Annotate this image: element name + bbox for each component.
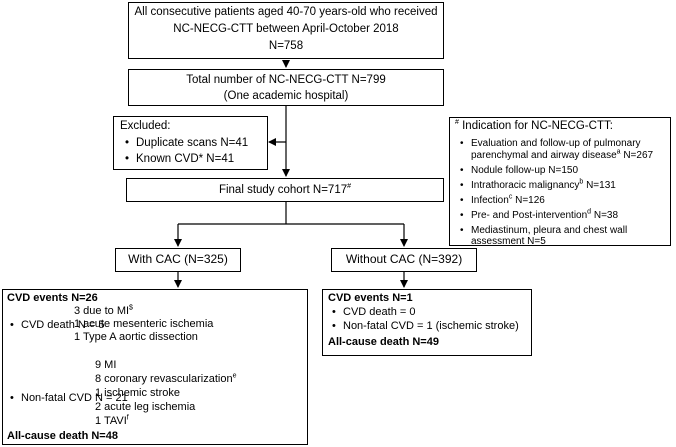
- final-cohort-text: Final study cohort N=717: [218, 184, 348, 196]
- left-death-mi: 3 due to MI$: [74, 304, 133, 317]
- final-cohort-label: Final study cohort N=717#: [127, 183, 443, 197]
- indication-title-mark: #: [455, 119, 459, 127]
- indication-box: # Indication for NC-NECG-CTT: Evaluation…: [449, 117, 671, 247]
- indication-item-infection: Infectionc N=126: [460, 194, 545, 207]
- top-box-line2: NC-NECG-CTT between April-October 2018: [173, 23, 399, 35]
- indication-item-pulmonary: Evaluation and follow-up of pulmonary: [460, 137, 641, 150]
- indication-title: # Indication for NC-NECG-CTT:: [455, 119, 613, 132]
- left-nonfatal: Non-fatal CVD N = 21: [10, 392, 128, 405]
- total-box-line2: (One academic hospital): [223, 90, 349, 102]
- right-cvd-events: CVD events N=1: [328, 292, 413, 304]
- without-cac-label: Without CAC (N=392): [345, 252, 463, 266]
- left-all-cause: All-cause death N=48: [7, 430, 118, 442]
- final-cohort-sup: #: [347, 183, 352, 191]
- left-cvd-death: CVD death N = 5: [10, 319, 105, 332]
- excluded-item-known-cvd: Known CVD* N=41: [125, 153, 234, 166]
- left-nf-stroke: 1 ischemic stroke: [95, 387, 180, 399]
- indication-item-nodule: Nodule follow-up N=150: [460, 164, 578, 177]
- left-cvd-events: CVD events N=26: [7, 292, 98, 304]
- right-cvd-death: CVD death = 0: [332, 306, 416, 319]
- left-nf-tavi: 1 TAVIf: [95, 414, 129, 427]
- excluded-item-duplicate: Duplicate scans N=41: [125, 137, 248, 150]
- right-outcomes-box: CVD events N=1 CVD death = 0 Non-fatal C…: [322, 289, 532, 356]
- left-nf-mi: 9 MI: [95, 359, 117, 371]
- right-nonfatal: Non-fatal CVD = 1 (ischemic stroke): [332, 320, 519, 333]
- indication-item-malignancy: Intrathoracic malignancyb N=131: [460, 179, 616, 192]
- top-box-line3: N=758: [268, 40, 304, 52]
- indication-item-mediastinum: Mediastinum, pleura and chest wall: [460, 224, 627, 237]
- right-all-cause: All-cause death N=49: [328, 336, 439, 348]
- final-cohort-box: Final study cohort N=717#: [126, 178, 444, 202]
- left-nf-revasc: 8 coronary revascularizatione: [95, 372, 237, 385]
- indication-item-intervention: Pre- and Post-interventiond N=38: [460, 209, 618, 222]
- indication-item-pulmonary-cont: parenchymal and airway diseasea N=267: [471, 148, 654, 161]
- excluded-box: Excluded: Duplicate scans N=41 Known CVD…: [113, 116, 268, 170]
- excluded-title: Excluded:: [120, 120, 171, 132]
- left-death-dissection: 1 Type A aortic dissection: [74, 331, 198, 343]
- indication-item-mediastinum-cont: assessment N=5: [471, 236, 546, 247]
- total-box-line1: Total number of NC-NECG-CTT N=799: [186, 74, 386, 86]
- left-nf-leg: 2 acute leg ischemia: [95, 401, 196, 413]
- left-outcomes-box: CVD events N=26 CVD death N = 5 3 due to…: [2, 289, 308, 445]
- with-cac-box: With CAC (N=325): [115, 248, 241, 272]
- left-death-mesenteric: 1 acute mesenteric ischemia: [74, 318, 214, 330]
- top-box: All consecutive patients aged 40-70 year…: [128, 2, 444, 59]
- total-box: Total number of NC-NECG-CTT N=799 (One a…: [128, 69, 444, 106]
- top-box-line1: All consecutive patients aged 40-70 year…: [134, 6, 438, 18]
- without-cac-box: Without CAC (N=392): [331, 248, 477, 272]
- with-cac-label: With CAC (N=325): [128, 252, 228, 266]
